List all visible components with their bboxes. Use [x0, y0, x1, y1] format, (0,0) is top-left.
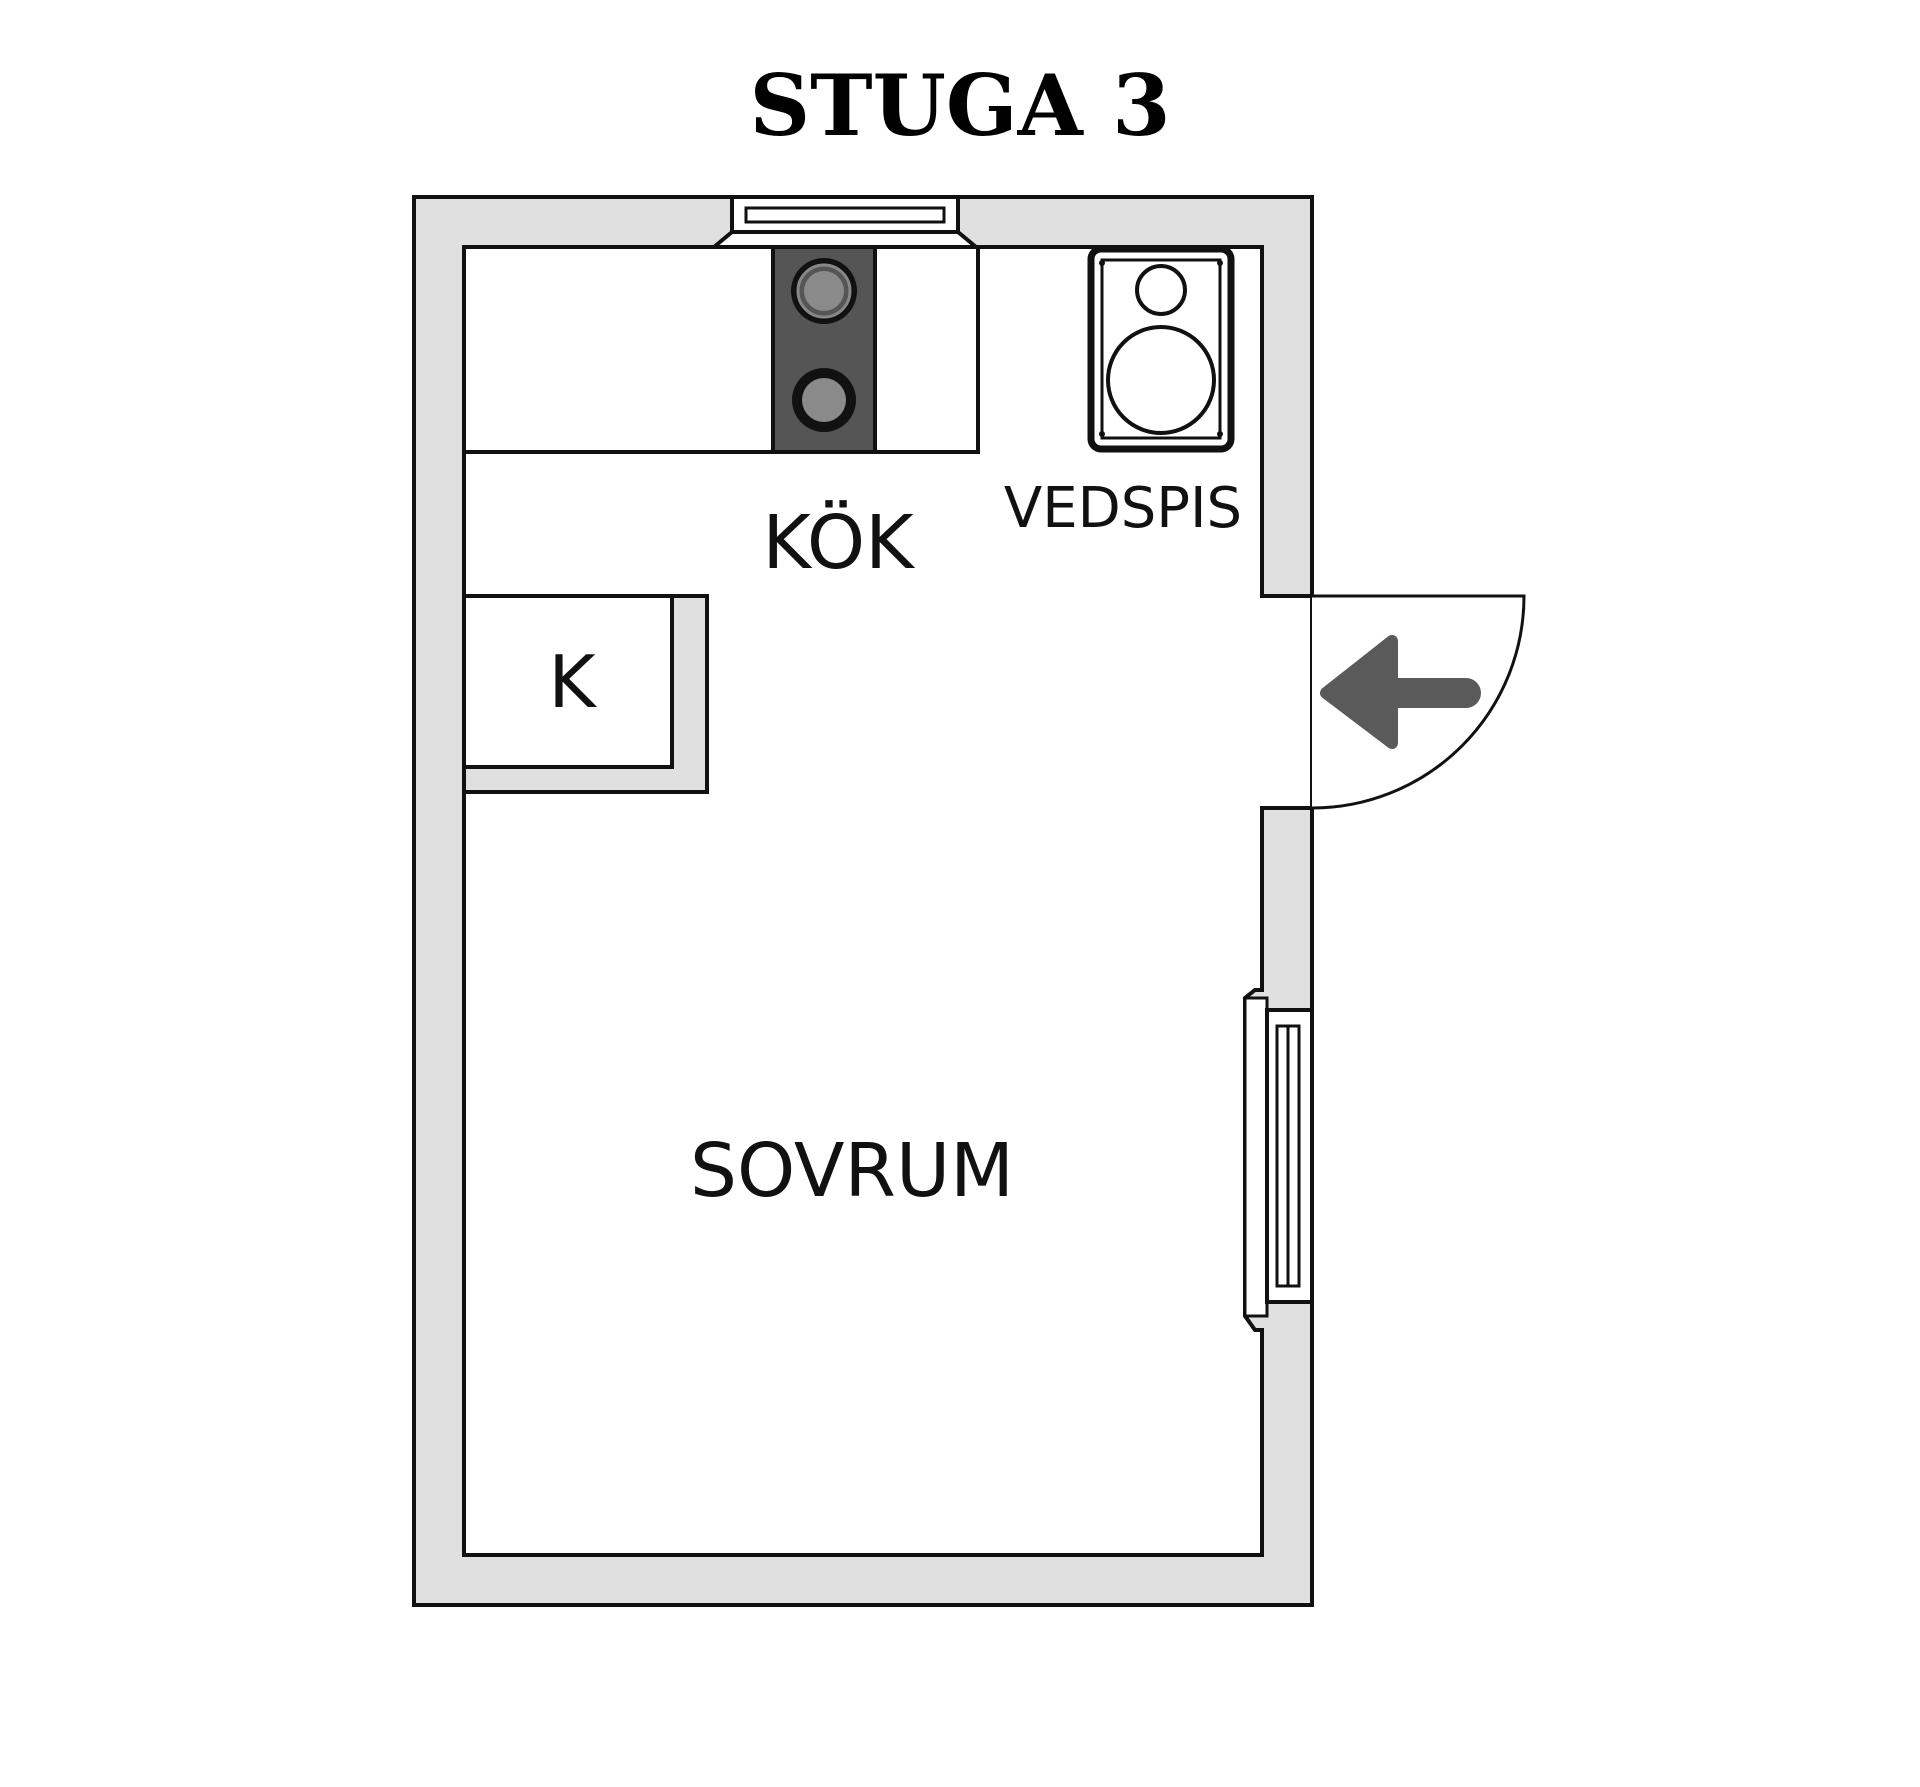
plan-title: STUGA 3 — [749, 56, 1170, 155]
wood-stove-icon — [1087, 245, 1235, 453]
top-window — [708, 195, 982, 249]
stove-label: VEDSPIS — [1004, 476, 1242, 541]
right-window — [1243, 996, 1314, 1318]
kitchen-counter — [462, 245, 980, 454]
kitchen-label: KÖK — [762, 499, 916, 586]
closet-room — [462, 594, 674, 769]
entrance-door — [1310, 594, 1526, 810]
outer-walls — [412, 195, 1314, 1607]
bedroom-label: SOVRUM — [690, 1128, 1014, 1214]
cooktop-icon — [771, 245, 877, 454]
arrow-left-icon — [1320, 635, 1481, 749]
closet-label: K — [548, 640, 597, 724]
